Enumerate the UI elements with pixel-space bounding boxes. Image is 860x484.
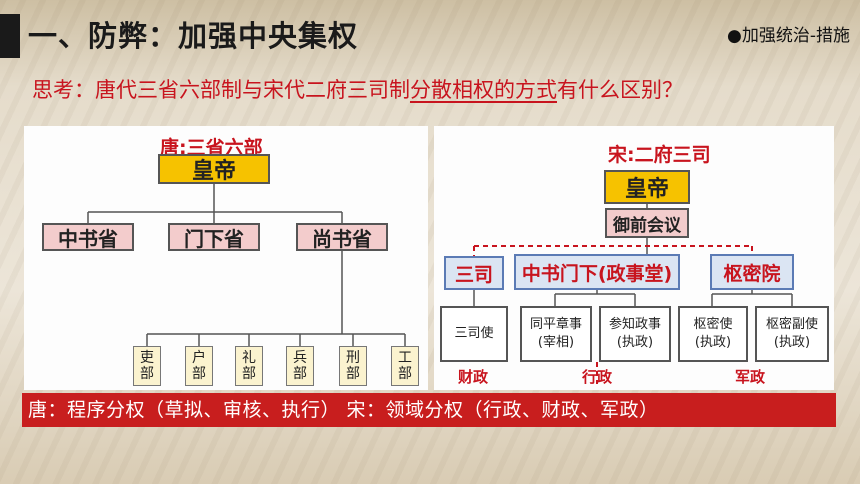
song-emperor-box: 皇帝 — [604, 170, 690, 204]
official-title: 参知政事 — [608, 317, 661, 332]
song-title: 宋:二府三司 — [608, 144, 711, 166]
tang-ministry-works: 工部 — [391, 346, 419, 386]
domain-label-administration: 行政 — [582, 368, 613, 386]
official-title: 枢密使 — [693, 317, 733, 332]
question-text: 思考：唐代三省六部制与宋代二府三司制分散相权的方式有什么区别？ — [32, 72, 683, 108]
song-sansi-shi-box: 三司使 — [440, 306, 508, 362]
domain-label-finance: 财政 — [458, 368, 489, 386]
question-part-underlined: 分散相权的方式 — [410, 78, 557, 102]
official-rank: (执政) — [694, 335, 732, 350]
official-rank: (宰相) — [537, 335, 575, 350]
domain-label-military: 军政 — [735, 368, 766, 386]
song-zhongshu-menxia-box: 中书门下(政事堂) — [514, 254, 680, 290]
question-part-3: 有什么区别？ — [557, 78, 683, 102]
song-shumi-fushi-box: 枢密副使 (执政) — [755, 306, 829, 362]
page-title: 一、防弊：加强中央集权 — [28, 19, 359, 53]
question-part-1: 思考：唐代三省六部制与宋代二府三司制 — [32, 78, 410, 102]
title-accent-bar — [0, 14, 20, 58]
tang-emperor-box: 皇帝 — [158, 154, 270, 184]
official-title: 同平章事 — [529, 317, 582, 332]
song-vice-chancellor-box: 参知政事 (执政) — [599, 306, 671, 362]
tang-menxia-box: 门下省 — [168, 223, 260, 251]
song-shumiyuan-box: 枢密院 — [710, 254, 794, 290]
song-council-box: 御前会议 — [605, 208, 689, 238]
song-sansi-box: 三司 — [444, 256, 504, 290]
tang-shangshu-box: 尚书省 — [296, 223, 388, 251]
tang-zhongshu-box: 中书省 — [42, 223, 134, 251]
official-rank: (执政) — [773, 335, 811, 350]
tang-ministry-justice: 刑部 — [339, 346, 367, 386]
tang-ministry-war: 兵部 — [286, 346, 314, 386]
tang-ministry-hu: 户部 — [185, 346, 213, 386]
official-rank: (执政) — [616, 335, 654, 350]
official-title: 三司使 — [454, 326, 494, 341]
tang-ministry-li: 吏部 — [133, 346, 161, 386]
tang-title: 唐:三省六部 — [160, 137, 263, 159]
song-shumi-shi-box: 枢密使 (执政) — [678, 306, 748, 362]
song-chancellor-box: 同平章事 (宰相) — [520, 306, 592, 362]
official-title: 枢密副使 — [765, 317, 818, 332]
section-tag: ●加强统治-措施 — [727, 26, 850, 46]
summary-banner: 唐：程序分权（草拟、审核、执行） 宋：领域分权（行政、财政、军政） — [22, 393, 836, 427]
tang-ministry-rites: 礼部 — [235, 346, 263, 386]
